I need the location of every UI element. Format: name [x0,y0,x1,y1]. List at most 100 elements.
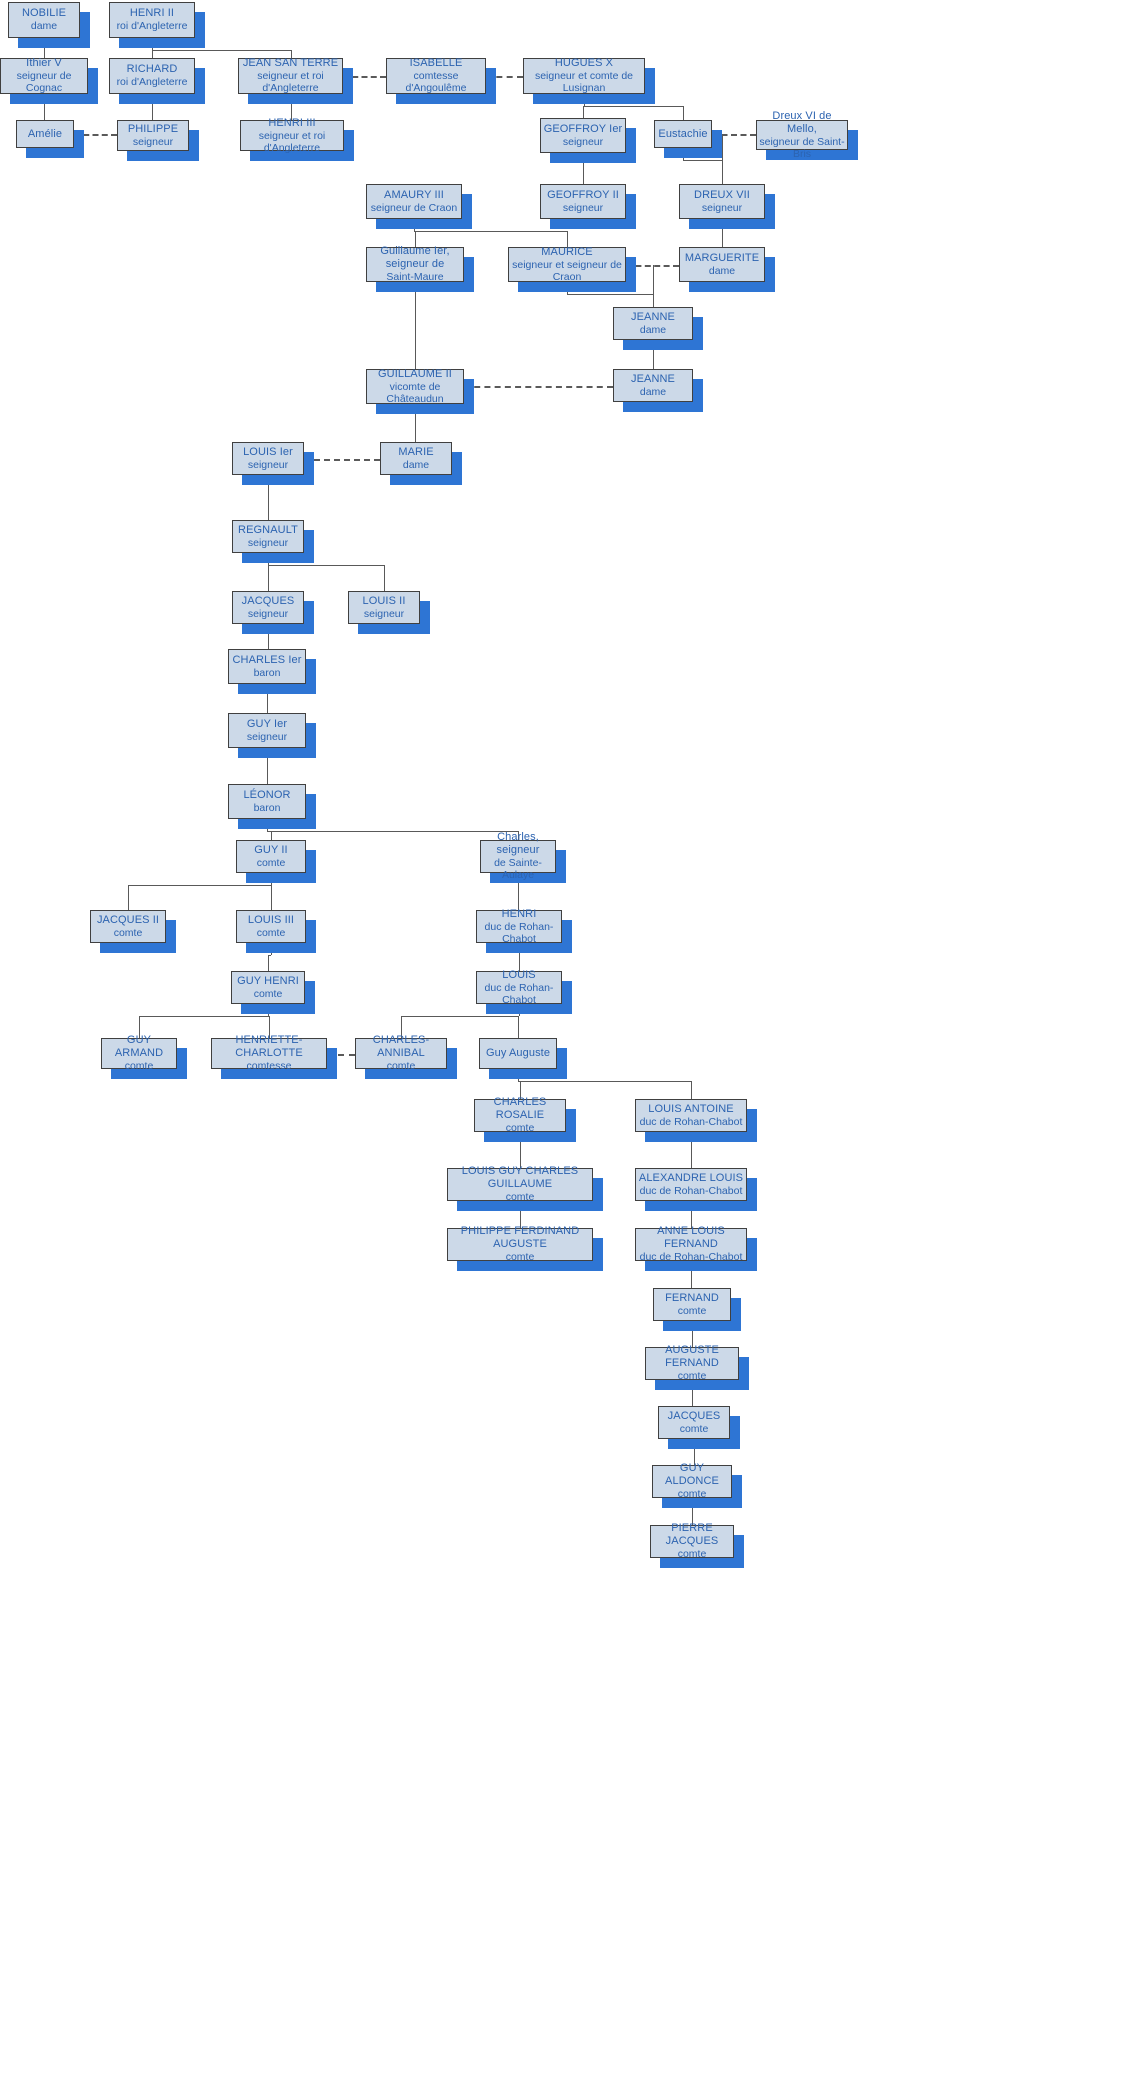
person-title: seigneur de Cognac [16,70,72,95]
person-name: PIERRE JACQUES [665,1522,719,1548]
descent-line [128,885,129,910]
person-title: seigneur [247,536,289,549]
descent-line [520,1132,521,1168]
person-name: REGNAULT [238,523,298,536]
person-name: LOUIS III [247,913,295,926]
person-name: GUY ALDONCE [665,1462,719,1488]
person-name: Ithier V [26,57,62,70]
person-node-eustachie[interactable]: Eustachie [654,120,712,148]
person-name: MARIE [398,445,434,458]
descent-line [692,1498,693,1525]
descent-bus [268,565,384,566]
person-name: AMAURY III [384,188,444,201]
person-name: HENRIETTE-CHARLOTTE [235,1034,303,1060]
person-title: comte [505,1122,535,1135]
descent-line [691,1201,692,1228]
person-title: baron [253,666,281,679]
marriage-link [486,76,523,78]
person-name: LOUIS ANTOINE [648,1102,734,1115]
descent-line [415,404,416,442]
person-title: comtesse d'Angoulême [405,70,467,95]
person-title: comte [677,1548,707,1561]
descent-bus [518,1081,691,1082]
person-title: duc de Rohan-Chabot [639,1115,743,1128]
person-node-guyauguste[interactable]: Guy Auguste [479,1038,557,1069]
person-title: seigneur de Craon [370,201,458,214]
descent-line [268,955,269,971]
person-name: RICHARD [126,63,178,76]
person-name: GUY HENRI [237,974,299,987]
person-name: CHARLES Ier [232,653,302,666]
descent-bus [683,160,722,161]
person-title: roi d'Angleterre [116,20,188,33]
person-node-dreux6[interactable]: Dreux VI de Mello,seigneur de Saint-Bris [756,110,848,160]
person-title: seigneur [562,201,604,214]
descent-bus [139,1016,269,1017]
person-node-amelie[interactable]: Amélie [16,120,74,148]
person-name: LOUIS [502,968,536,981]
descent-line [291,94,292,120]
person-title: dame [639,323,667,336]
marriage-link [712,134,756,136]
person-title: baron [253,801,281,814]
person-title: Saint-Maure [386,271,444,284]
person-name: Charles, seigneur [496,831,540,857]
person-name: LOUIS Ier [243,445,293,458]
person-title: duc de Rohan-Chabot [484,981,554,1006]
descent-line [384,565,385,591]
person-name: ALEXANDRE LOUIS [638,1171,744,1184]
descent-line [692,1380,693,1406]
descent-line [583,153,584,184]
person-name: GEOFFROY Ier [543,122,623,135]
person-name: Guillaume Ier, seigneur de [380,245,450,271]
